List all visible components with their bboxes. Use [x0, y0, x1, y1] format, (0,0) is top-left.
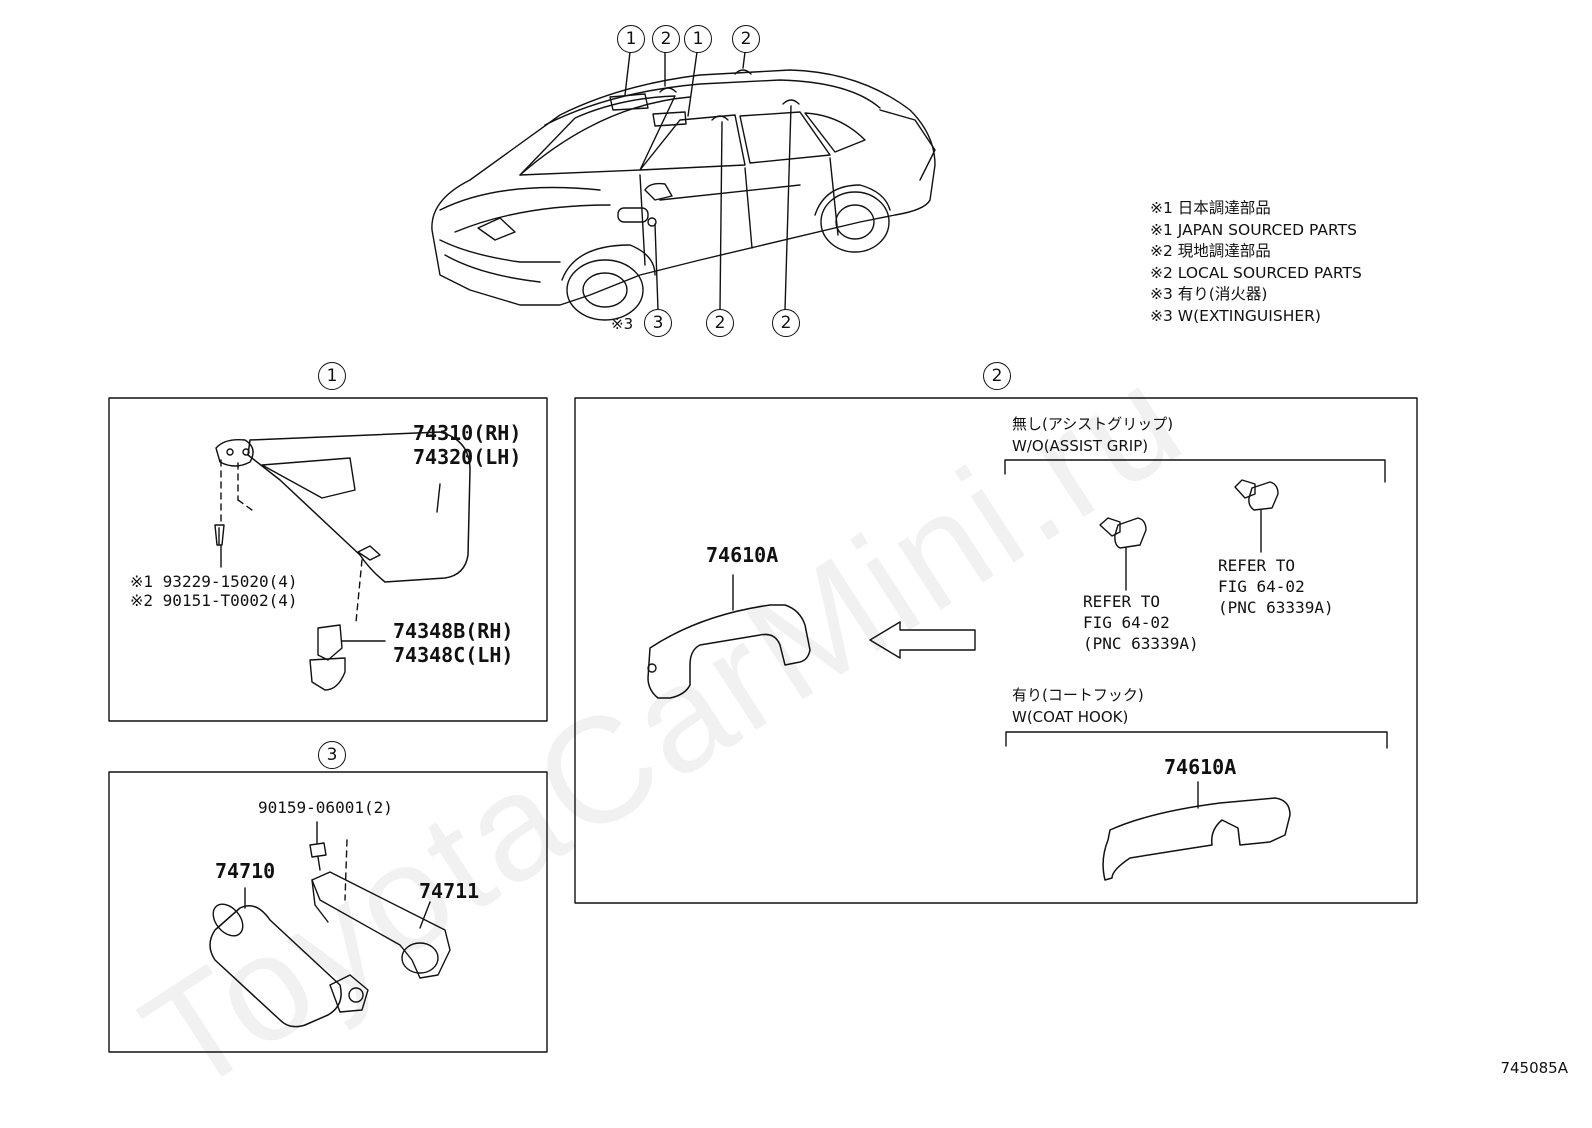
visor-lh-label: 74320(LH)	[413, 445, 522, 469]
refer-a-line: FIG 64-02	[1083, 613, 1170, 632]
grip-part-label: 74610A	[706, 543, 779, 567]
legend-line: ※2 現地調達部品	[1150, 242, 1271, 260]
w-coat-hook-en: W(COAT HOOK)	[1012, 708, 1129, 726]
screw-label-2: ※2 90151-T0002(4)	[130, 591, 298, 610]
refer-b-line: REFER TO	[1218, 556, 1296, 575]
screw-label-1: ※1 93229-15020(4)	[130, 572, 298, 591]
sun-visor-drawing	[214, 431, 471, 691]
extinguisher-drawing	[209, 821, 451, 1028]
car-callout: 2	[772, 309, 800, 337]
car-callout-note: ※3	[611, 315, 634, 333]
refer-a-line: REFER TO	[1083, 592, 1161, 611]
legend: ※1 日本調達部品 ※1 JAPAN SOURCED PARTS ※2 現地調達…	[1150, 198, 1362, 327]
legend-line: ※2 LOCAL SOURCED PARTS	[1150, 263, 1362, 282]
car-callout: 2	[652, 25, 680, 53]
section3-frame	[108, 771, 548, 1053]
car-callout: 2	[732, 25, 760, 53]
wo-assist-grip-jp: 無し(アシストグリップ)	[1012, 415, 1174, 433]
section1-frame	[108, 397, 548, 722]
legend-line: ※1 JAPAN SOURCED PARTS	[1150, 220, 1357, 239]
drawing-id: 745085A	[1500, 1059, 1568, 1077]
refer-b-line: (PNC 63339A)	[1218, 598, 1334, 617]
section2-frame	[574, 397, 1418, 904]
car-callout: 1	[684, 25, 712, 53]
bracket-label: 74711	[419, 879, 480, 903]
extinguisher-label: 74710	[215, 859, 276, 883]
parts-diagram	[108, 51, 1418, 1053]
holder-rh-label: 74348B(RH)	[393, 619, 514, 643]
holder-lh-label: 74348C(LH)	[393, 643, 514, 667]
section3-callout: 3	[318, 741, 346, 769]
bolt-label: 90159-06001(2)	[258, 798, 393, 817]
coat-hook-part-label: 74610A	[1164, 755, 1237, 779]
refer-b-line: FIG 64-02	[1218, 577, 1305, 596]
car-callout: 2	[706, 309, 734, 337]
section2-callout: 2	[983, 362, 1011, 390]
legend-line: ※3 W(EXTINGUISHER)	[1150, 306, 1321, 325]
wo-assist-grip-en: W/O(ASSIST GRIP)	[1012, 437, 1149, 455]
car-callout: 1	[617, 25, 645, 53]
section1-callout: 1	[318, 362, 346, 390]
legend-line: ※1 日本調達部品	[1150, 199, 1271, 217]
w-coat-hook-jp: 有り(コートフック)	[1012, 686, 1144, 704]
grip-caps-drawing	[1099, 479, 1279, 591]
direction-arrow	[869, 621, 976, 659]
car-illustration	[431, 51, 936, 321]
refer-a-line: (PNC 63339A)	[1083, 634, 1199, 653]
car-callout: 3	[644, 309, 672, 337]
visor-rh-label: 74310(RH)	[413, 421, 522, 445]
assist-grip-drawing	[647, 574, 811, 699]
legend-line: ※3 有り(消火器)	[1150, 285, 1268, 303]
coat-hook-drawing	[1102, 781, 1291, 881]
